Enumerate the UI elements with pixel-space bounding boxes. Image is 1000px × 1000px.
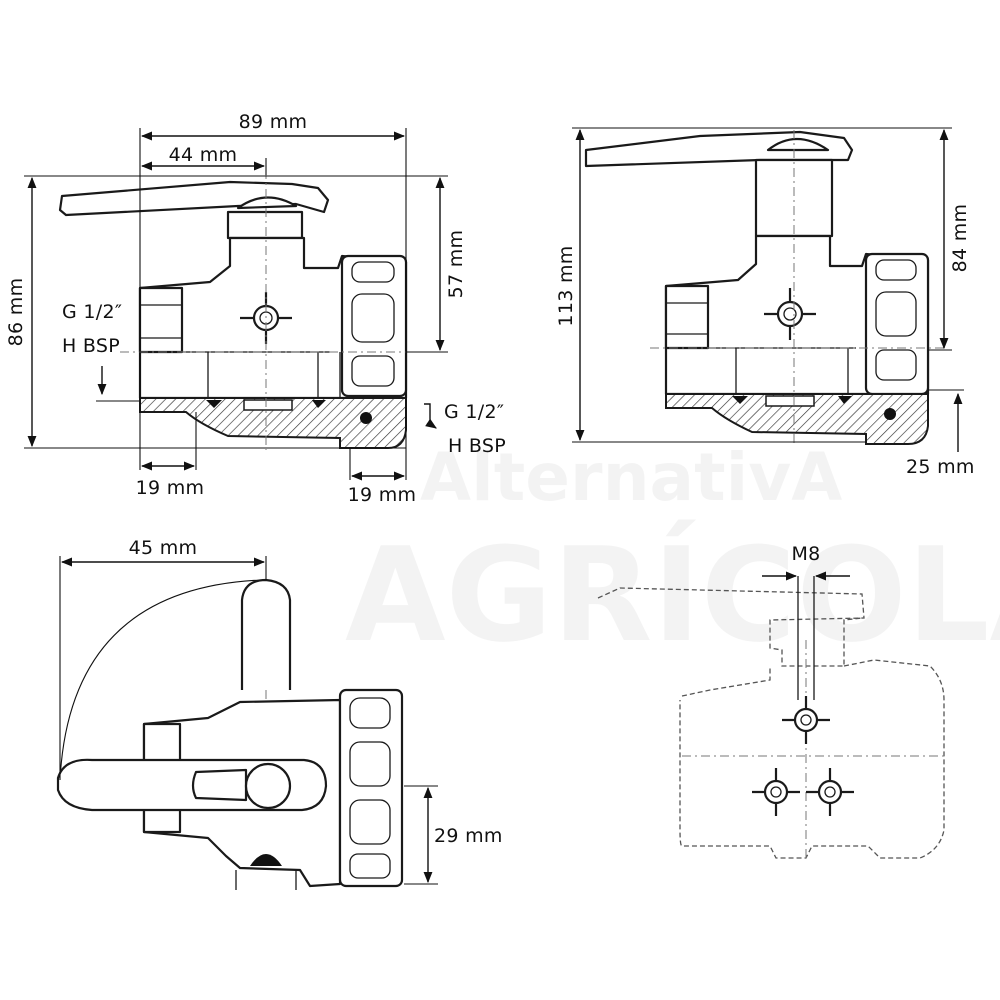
front-hex-end [138,286,184,354]
front-section [139,397,407,449]
watermark-line1: AlternativA [420,439,842,516]
top-offset-label: 29 mm [434,825,503,847]
front-thread-left-line1: G 1/2″ [62,301,122,323]
side-base-offset-label: 25 mm [906,456,975,478]
side-section [665,393,929,445]
front-stem-cap [236,196,298,210]
front-thread-left-line2: H BSP [62,335,120,357]
front-handle [58,180,330,217]
mount-body-outline [679,659,945,859]
side-bolt-icon [764,288,816,340]
front-union-nut [340,254,408,398]
mount-bolt-top-icon [782,696,830,744]
front-thread-right-line1: G 1/2″ [444,401,504,423]
mount-view: M8 [597,543,945,860]
watermark: AlternativA AGRÍCOLA [345,439,1000,671]
mount-bolt-size-label: M8 [791,543,820,565]
mount-bolt-left-icon [752,768,800,816]
top-handle-rotated [240,578,292,690]
front-height-total-label: 86 mm [5,278,27,347]
side-height-total-label: 113 mm [555,245,577,326]
top-view: 45 mm 29 mm [56,537,503,890]
top-union-nut [338,688,404,888]
front-width-total-label: 89 mm [239,111,308,133]
front-height-axis-label: 57 mm [445,230,467,299]
mount-handle-outline [597,587,865,667]
front-stem [226,210,304,240]
side-view: 113 mm 84 mm 25 mm [555,127,975,478]
front-thread-depth-right-label: 19 mm [348,484,417,506]
front-view: 89 mm 44 mm 86 mm 57 mm G 1/2″ H BSP G 1… [5,111,506,506]
front-width-axis-label: 44 mm [169,144,238,166]
front-oring [360,412,372,424]
handle-swing-arc [59,579,263,781]
mount-bolt-right-icon [806,768,854,816]
side-height-axis-label: 84 mm [949,204,971,273]
front-thread-right-line2: H BSP [448,435,506,457]
side-union-nut [864,252,930,396]
top-swing-label: 45 mm [129,537,198,559]
side-hex-end [664,284,710,350]
front-thread-depth-left-label: 19 mm [136,477,205,499]
watermark-line2: AGRÍCOLA [345,519,1000,671]
